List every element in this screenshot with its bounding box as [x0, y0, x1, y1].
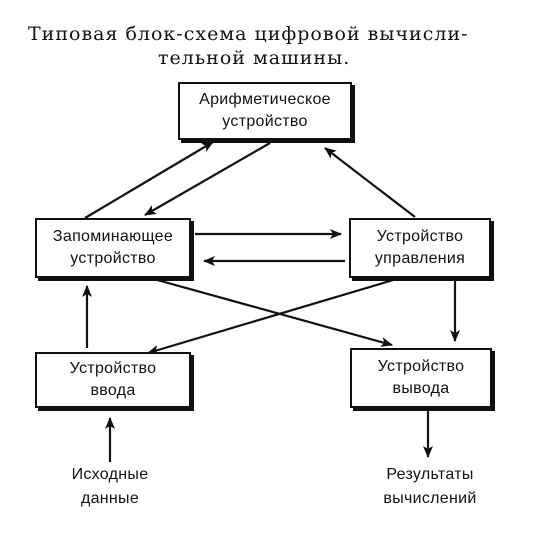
control-node: Устройство управления — [349, 218, 491, 278]
input-node: Устройство ввода — [35, 352, 191, 408]
output-node: Устройство вывода — [350, 348, 492, 408]
input-label-line-1: Устройство — [69, 360, 157, 377]
title-line-1: Типовая блок-схема цифровой вычисли- — [28, 23, 469, 45]
arrow-control-to-alu — [324, 147, 416, 218]
alu-node: Арифметическое устройство — [178, 82, 352, 140]
source-caption-line-2: данные — [80, 490, 140, 507]
arrow-alu-to-memory — [144, 142, 271, 216]
control-label-line-2: управления — [374, 250, 466, 267]
alu-label-line-1: Арифметическое — [199, 91, 331, 108]
source-data-caption: Исходные данные — [50, 463, 170, 511]
results-caption-line-1: Результаты — [386, 466, 474, 483]
alu-label-line-2: устройство — [222, 113, 308, 130]
results-caption-line-2: вычислений — [383, 490, 477, 507]
arrow-memory-to-alu — [84, 141, 214, 219]
memory-node: Запоминающее устройство — [35, 218, 191, 278]
arrow-memory-to-output — [149, 276, 393, 347]
diagram-title: Типовая блок-схема цифровой вычисли- тел… — [28, 22, 528, 70]
output-label-line-2: вывода — [392, 380, 450, 397]
control-label-line-1: Устройство — [376, 228, 464, 245]
results-caption: Результаты вычислений — [360, 463, 500, 511]
arrow-control-to-input — [147, 276, 401, 355]
memory-label-line-1: Запоминающее — [52, 228, 174, 245]
output-label-line-1: Устройство — [377, 358, 465, 375]
memory-label-line-2: устройство — [70, 250, 156, 267]
input-label-line-2: ввода — [90, 382, 136, 399]
title-line-2: тельной машины. — [158, 47, 351, 69]
source-caption-line-1: Исходные — [71, 466, 149, 483]
